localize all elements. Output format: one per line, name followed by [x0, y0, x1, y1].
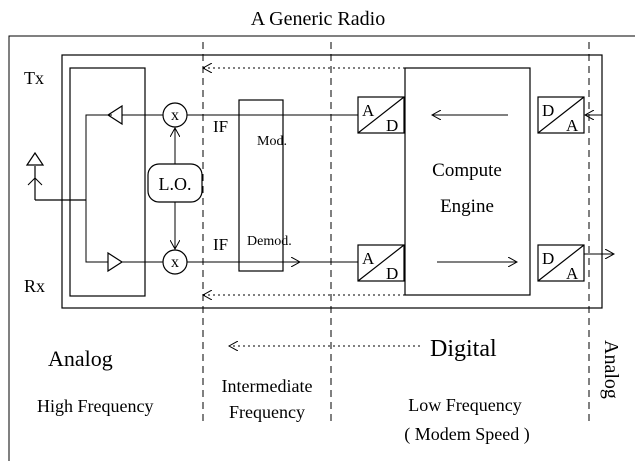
tx-adc-block: A D	[357, 96, 405, 135]
frequency-label: Frequency	[229, 402, 305, 422]
if-label-tx: IF	[213, 117, 228, 136]
svg-text:A: A	[362, 101, 375, 120]
rx-adc-block: A D	[357, 244, 405, 283]
rx-mixer-icon: x	[162, 249, 188, 275]
rx-amplifier-icon	[107, 251, 124, 273]
svg-text:A: A	[566, 264, 579, 283]
tx-path-internal	[85, 114, 112, 200]
low-frequency-label: Low Frequency	[408, 395, 521, 415]
if-label-rx: IF	[213, 235, 228, 254]
diagram-title: A Generic Radio	[251, 8, 385, 30]
lo-label: L.O.	[159, 174, 192, 194]
svg-text:D: D	[542, 249, 554, 268]
rx-label: Rx	[24, 276, 45, 296]
demod-label: Demod.	[247, 234, 292, 249]
svg-text:A: A	[362, 249, 375, 268]
modem-speed-label: ( Modem Speed )	[404, 424, 529, 445]
compute-label: Compute	[432, 160, 502, 181]
svg-text:x: x	[171, 254, 179, 271]
modem-box	[238, 99, 284, 272]
svg-text:D: D	[386, 116, 398, 135]
svg-text:D: D	[542, 101, 554, 120]
intermediate-label: Intermediate	[222, 376, 313, 396]
rx-dac-block: D A	[537, 244, 585, 283]
tx-label: Tx	[24, 68, 44, 88]
engine-label: Engine	[440, 196, 494, 217]
digital-region-label: Digital	[430, 336, 497, 362]
tx-dac-block: D A	[537, 96, 585, 135]
antenna-icon	[25, 151, 86, 201]
tx-mixer-icon: x	[162, 102, 188, 128]
mod-label: Mod.	[257, 134, 287, 149]
svg-text:D: D	[386, 264, 398, 283]
radio-box	[61, 54, 603, 309]
outer-frame	[8, 35, 635, 461]
high-frequency-label: High Frequency	[37, 396, 153, 416]
analog-frontend-box	[69, 67, 146, 297]
svg-text:A: A	[566, 116, 579, 135]
rx-path-internal	[85, 200, 108, 263]
svg-text:x: x	[171, 107, 179, 124]
compute-engine-box	[404, 67, 531, 296]
analog-region-label: Analog	[48, 346, 113, 371]
analog-right-label: Analog	[600, 340, 622, 399]
